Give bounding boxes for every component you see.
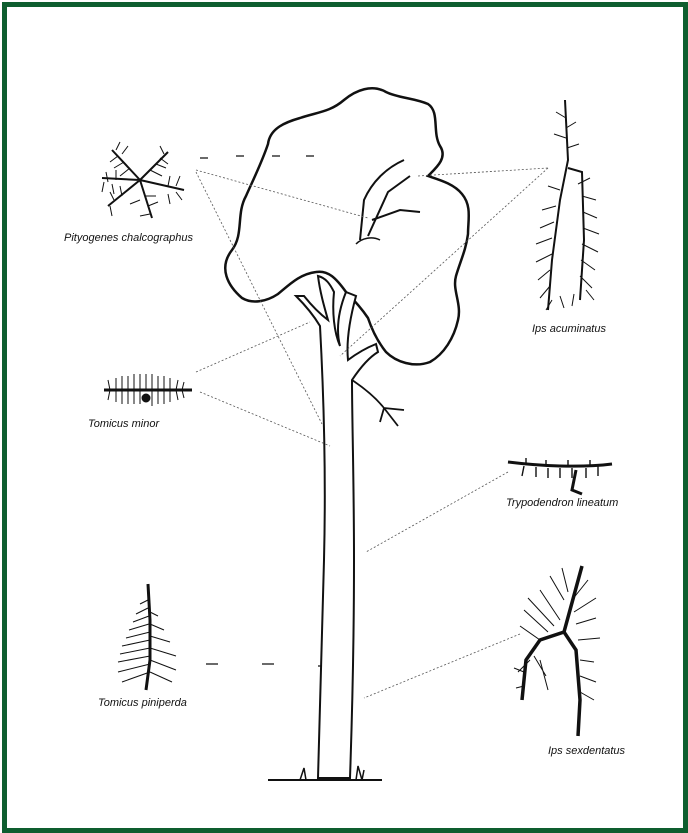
label-tomicus-minor: Tomicus minor <box>88 418 159 430</box>
pityogenes-gallery <box>102 142 184 218</box>
label-pityogenes-chalcographus: Pityogenes chalcographus <box>64 232 193 244</box>
trypodendron-gallery <box>508 458 612 494</box>
tree-trunk <box>296 276 378 778</box>
tomicus-piniperda-gallery <box>118 584 176 690</box>
label-tomicus-piniperda: Tomicus piniperda <box>98 697 187 709</box>
label-ips-sexdentatus: Ips sexdentatus <box>548 745 625 757</box>
label-ips-acuminatus: Ips acuminatus <box>532 323 606 335</box>
tree-side-branch <box>352 380 404 426</box>
ips-acuminatus-gallery <box>536 100 599 310</box>
tomicus-minor-gallery <box>104 374 192 406</box>
ips-sexdentatus-gallery <box>514 566 600 736</box>
label-trypodendron-lineatum: Trypodendron lineatum <box>506 497 618 509</box>
